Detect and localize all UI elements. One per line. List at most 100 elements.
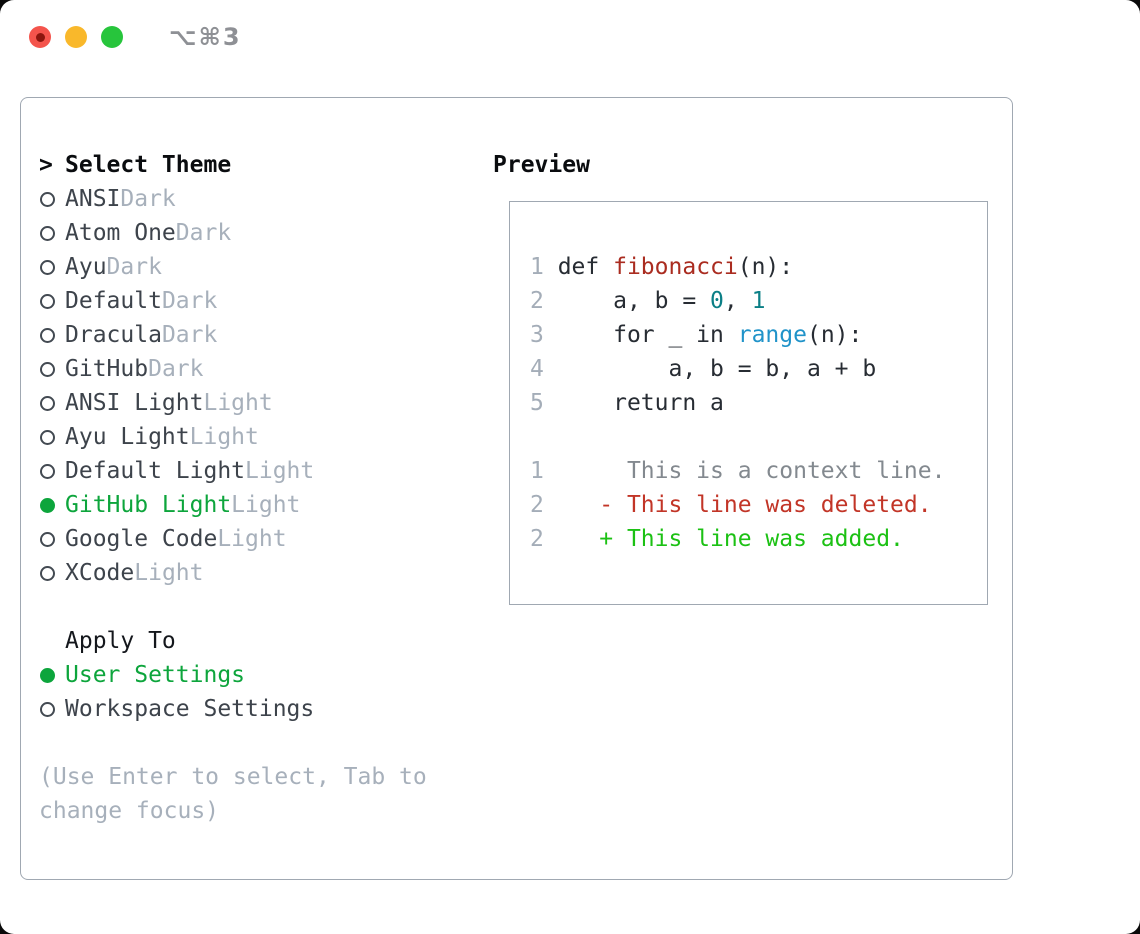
radio-unselected-icon <box>39 327 65 343</box>
code-segment: This is a context line. <box>543 458 946 484</box>
theme-option[interactable]: XCode Light <box>39 556 489 590</box>
theme-name: ANSI <box>65 186 121 212</box>
close-button[interactable] <box>29 26 51 48</box>
minimize-button[interactable] <box>65 26 87 48</box>
theme-name: Atom One <box>65 220 176 246</box>
theme-variant: Dark <box>175 220 232 246</box>
code-line: 4 a, b = b, a + b <box>530 352 987 386</box>
theme-option[interactable]: Default Dark <box>39 284 489 318</box>
theme-variant: Dark <box>106 254 162 280</box>
radio-unselected-icon <box>39 395 65 411</box>
preview-heading: Preview <box>493 152 590 178</box>
theme-list-header: > Select Theme <box>39 148 489 182</box>
theme-variant: Light <box>231 492 301 518</box>
theme-name: Dracula <box>65 322 162 348</box>
theme-option[interactable]: Ayu Light Light <box>39 420 489 454</box>
radio-unselected-icon <box>39 701 65 717</box>
theme-name: Ayu Light <box>65 424 190 450</box>
keyboard-hint: (Use Enter to select, Tab to change focu… <box>39 764 427 824</box>
code-line: 5 return a <box>530 386 987 420</box>
code-segment: 0 <box>710 288 724 314</box>
theme-variant: Light <box>134 560 204 586</box>
apply-to-heading: Apply To <box>65 628 176 654</box>
code-segment: fibonacci <box>613 254 738 280</box>
code-line: 1 This is a context line. <box>530 454 987 488</box>
radio-selected-icon <box>39 497 65 513</box>
code-segment <box>544 526 599 552</box>
radio-unselected-icon <box>39 429 65 445</box>
line-number: 2 <box>530 492 544 518</box>
radio-unselected-icon <box>39 565 65 581</box>
code-segment: + This line was added. <box>599 526 904 552</box>
line-number: 1 <box>530 254 544 280</box>
theme-variant: Light <box>245 458 315 484</box>
theme-name: GitHub Light <box>65 492 232 518</box>
code-line: 2 a, b = 0, 1 <box>530 284 987 318</box>
radio-unselected-icon <box>39 191 65 207</box>
theme-option[interactable]: Ayu Dark <box>39 250 489 284</box>
radio-selected-icon <box>39 667 65 683</box>
apply-to-option-label: User Settings <box>65 662 246 688</box>
code-segment: 1 <box>751 288 766 314</box>
theme-variant: Dark <box>120 186 176 212</box>
theme-name: Default <box>65 288 162 314</box>
code-segment: range <box>737 322 807 348</box>
window-title: ⌥⌘3 <box>169 23 242 51</box>
theme-variant: Light <box>189 424 259 450</box>
theme-option[interactable]: Google Code Light <box>39 522 489 556</box>
theme-option[interactable]: ANSI Dark <box>39 182 489 216</box>
title-bar: ⌥⌘3 <box>0 0 1140 74</box>
theme-name: ANSI Light <box>65 390 204 416</box>
preview-panel: Preview 1 def fibonacci(n): 2 a, b = 0, 1… <box>493 148 993 605</box>
zoom-button[interactable] <box>101 26 123 48</box>
code-line <box>530 420 987 454</box>
close-dot-icon <box>35 32 45 42</box>
line-number: 3 <box>530 322 544 348</box>
radio-unselected-icon <box>39 531 65 547</box>
code-segment: , <box>723 288 752 314</box>
code-segment: return a <box>543 390 724 416</box>
theme-option[interactable]: ANSI Light Light <box>39 386 489 420</box>
apply-to-option[interactable]: Workspace Settings <box>39 692 489 726</box>
theme-name: XCode <box>65 560 135 586</box>
theme-option[interactable]: Default Light Light <box>39 454 489 488</box>
code-segment: (n): <box>737 254 794 280</box>
theme-variant: Dark <box>161 322 218 348</box>
apply-to-option[interactable]: User Settings <box>39 658 489 692</box>
code-segment: a, b = <box>543 288 711 314</box>
theme-option[interactable]: GitHub Light Light <box>39 488 489 522</box>
radio-unselected-icon <box>39 225 65 241</box>
code-segment: def <box>543 254 614 280</box>
theme-variant: Light <box>203 390 273 416</box>
theme-option[interactable]: GitHub Dark <box>39 352 489 386</box>
radio-unselected-icon <box>39 361 65 377</box>
theme-option[interactable]: Atom One Dark <box>39 216 489 250</box>
line-number: 5 <box>530 390 544 416</box>
theme-variant: Dark <box>161 288 218 314</box>
theme-variant: Dark <box>148 356 204 382</box>
code-segment: a, b = b, a + b <box>543 356 877 382</box>
code-line <box>530 216 987 250</box>
code-segment: - This line was deleted. <box>599 492 932 518</box>
line-number: 2 <box>530 288 544 314</box>
cursor-prompt-icon: > <box>39 152 53 178</box>
theme-name: Ayu <box>65 254 107 280</box>
line-number: 1 <box>530 458 544 484</box>
code-segment <box>544 492 599 518</box>
select-theme-heading: Select Theme <box>65 152 232 178</box>
theme-name: Google Code <box>65 526 218 552</box>
code-segment: for _ in <box>543 322 738 348</box>
theme-variant: Light <box>217 526 287 552</box>
line-number: 2 <box>530 526 544 552</box>
apply-to-option-label: Workspace Settings <box>65 696 315 722</box>
theme-name: Default Light <box>65 458 246 484</box>
code-line: 3 for _ in range(n): <box>530 318 987 352</box>
code-line: 2 + This line was added. <box>530 522 987 556</box>
radio-unselected-icon <box>39 259 65 275</box>
radio-unselected-icon <box>39 463 65 479</box>
theme-option[interactable]: Dracula Dark <box>39 318 489 352</box>
